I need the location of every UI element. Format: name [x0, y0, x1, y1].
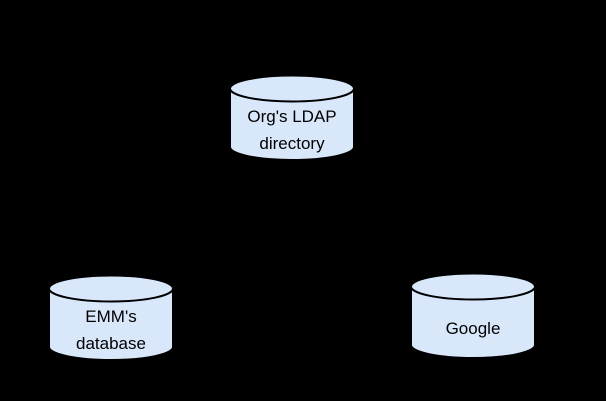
node-label-line: database: [76, 334, 146, 353]
node-google: Google: [410, 272, 536, 360]
database-cylinder-icon: [48, 274, 174, 361]
node-label-line: Google: [445, 318, 501, 338]
node-label-line: directory: [259, 134, 325, 153]
node-emms-database: EMM's database: [48, 274, 174, 362]
node-label-line: EMM's: [85, 307, 137, 326]
database-cylinder-icon: [229, 74, 355, 161]
node-label: Google: [412, 298, 534, 358]
node-label: EMM's database: [50, 300, 172, 360]
node-label-line: Org's LDAP: [247, 107, 337, 126]
node-label: Org's LDAP directory: [231, 100, 353, 160]
node-orgs-ldap-directory: Org's LDAP directory: [229, 74, 355, 162]
database-cylinder-icon: [410, 272, 536, 359]
